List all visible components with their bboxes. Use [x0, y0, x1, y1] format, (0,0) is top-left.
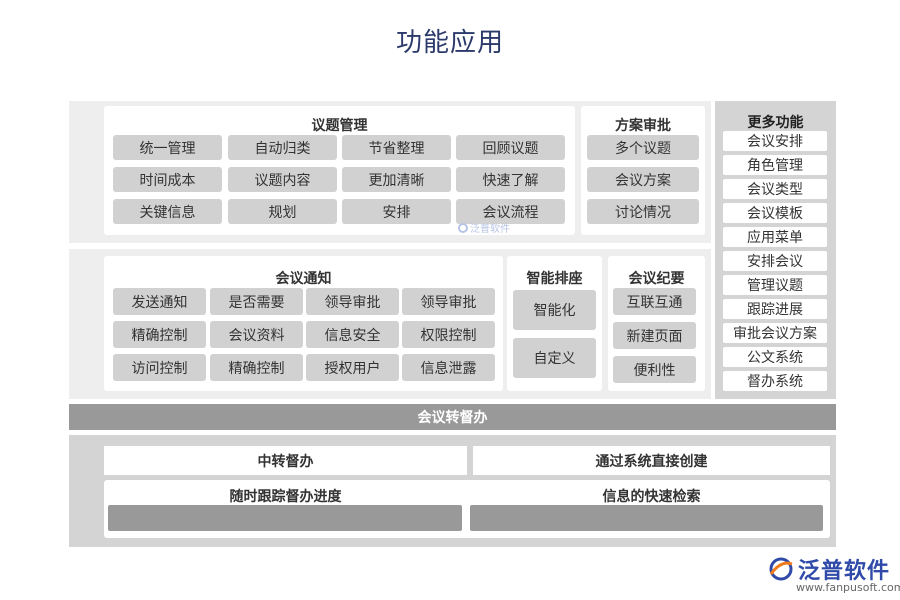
topic-management-title: 议题管理: [311, 118, 368, 134]
more-functions-item: 应用菜单: [723, 227, 827, 247]
topic-management-item: 时间成本: [113, 167, 222, 192]
brand-url: www.fanpusoft.com: [796, 581, 900, 594]
smart-seating-item: 自定义: [513, 338, 596, 378]
topic-management-item: 节省整理: [342, 135, 451, 160]
more-functions-item: 会议类型: [723, 179, 827, 199]
brand-name: 泛普软件: [798, 559, 891, 584]
fast-search-label: 信息的快速检索: [602, 489, 701, 505]
topic-management-item: 统一管理: [113, 135, 222, 160]
plan-approval-item: 多个议题: [587, 135, 699, 160]
meeting-minutes-item: 便利性: [613, 356, 696, 383]
meeting-minutes-item: 新建页面: [613, 322, 696, 349]
more-functions-item: 公文系统: [723, 347, 827, 367]
meeting-notice-item: 信息泄露: [402, 354, 495, 381]
watermark-icon: [458, 222, 468, 233]
meeting-minutes-item: 互联互通: [613, 288, 696, 315]
more-functions-item: 会议模板: [723, 203, 827, 223]
fast-search-bar: [470, 505, 823, 531]
transfer-supervise-box: 中转督办: [104, 446, 467, 475]
topic-management-item: 会议流程: [456, 199, 565, 224]
direct-create-box: 通过系统直接创建: [473, 446, 830, 475]
plan-approval-item: 讨论情况: [587, 199, 699, 224]
smart-seating-item: 智能化: [513, 290, 596, 330]
brand-logo: 泛普软件: [768, 553, 890, 585]
topic-management-item: 更加清晰: [342, 167, 451, 192]
more-functions-item: 督办系统: [723, 371, 827, 391]
meeting-notice-item: 精确控制: [113, 321, 206, 348]
plan-approval-item: 会议方案: [587, 167, 699, 192]
meeting-notice-item: 会议资料: [210, 321, 303, 348]
meeting-notice-item: 信息安全: [306, 321, 399, 348]
more-functions-item: 安排会议: [723, 251, 827, 271]
more-functions-item: 角色管理: [723, 155, 827, 175]
track-progress-label: 随时跟踪督办进度: [229, 489, 342, 505]
meeting-notice-item: 权限控制: [402, 321, 495, 348]
meeting-notice-item: 发送通知: [113, 288, 206, 315]
topic-management-item: 规划: [228, 199, 337, 224]
more-functions-title: 更多功能: [747, 115, 804, 131]
more-functions-item: 会议安排: [723, 131, 827, 151]
brand-logo-icon: [769, 557, 793, 581]
more-functions-item: 跟踪进展: [723, 299, 827, 319]
topic-management-item: 议题内容: [228, 167, 337, 192]
meeting-notice-item: 领导审批: [402, 288, 495, 315]
meeting-notice-item: 领导审批: [306, 288, 399, 315]
more-functions-item: 管理议题: [723, 275, 827, 295]
meeting-notice-item: 授权用户: [306, 354, 399, 381]
meeting-notice-item: 精确控制: [210, 354, 303, 381]
meeting-notice-item: 访问控制: [113, 354, 206, 381]
smart-seating-title: 智能排座: [526, 271, 583, 287]
more-functions-item: 审批会议方案: [723, 323, 827, 343]
meeting-notice-item: 是否需要: [210, 288, 303, 315]
page-title: 功能应用: [395, 28, 504, 58]
topic-management-item: 回顾议题: [456, 135, 565, 160]
plan-approval-title: 方案审批: [615, 118, 671, 134]
topic-management-item: 快速了解: [456, 167, 565, 192]
track-progress-bar: [108, 505, 462, 531]
topic-management-item: 安排: [342, 199, 451, 224]
meeting-notice-title: 会议通知: [275, 271, 332, 287]
transfer-bar: 会议转督办: [69, 404, 836, 430]
topic-management-item: 关键信息: [113, 199, 222, 224]
watermark-logo: 泛普软件: [458, 220, 510, 235]
topic-management-item: 自动归类: [228, 135, 337, 160]
meeting-minutes-title: 会议纪要: [628, 271, 685, 287]
watermark-text: 泛普软件: [470, 224, 510, 235]
